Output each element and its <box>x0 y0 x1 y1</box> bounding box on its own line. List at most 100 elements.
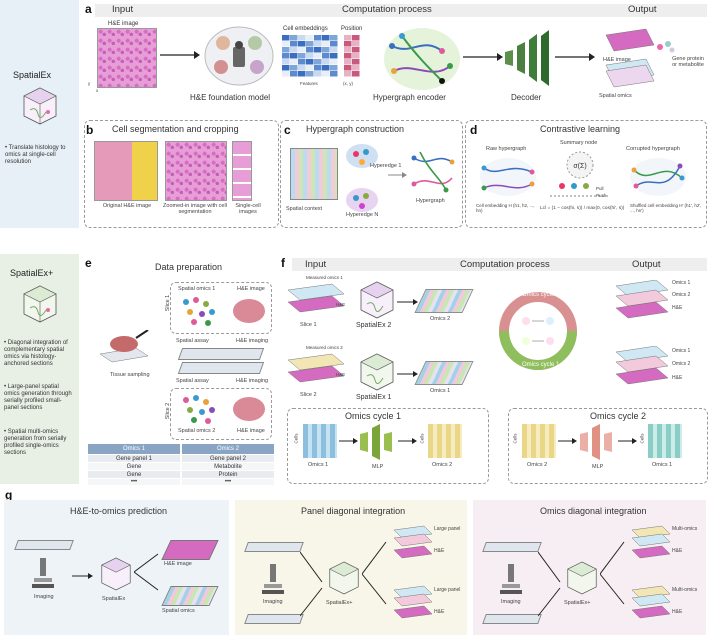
g2-imaging-label: Imaging <box>263 599 283 605</box>
he-image-label-e1: H&E image <box>237 286 265 292</box>
embedding-cell <box>314 65 322 71</box>
embedding-cell <box>298 41 306 47</box>
table-cell-r2c1: Gene <box>88 463 180 470</box>
cycle2-ring-label: Omics cycle 2 <box>522 292 560 298</box>
embedding-cell <box>282 71 290 77</box>
shuffled-label: Shuffled cell embedding H' (h1', h2', ..… <box>630 203 702 213</box>
g1-omics-label: Spatial omics <box>162 608 195 614</box>
g2-stack-top <box>393 525 433 559</box>
measured2-label: Measured omics 2 <box>306 345 343 350</box>
embedding-cell <box>314 71 322 77</box>
embedding-cell <box>314 47 322 53</box>
tissue-block-icon <box>99 330 149 363</box>
summary-node-label: Summary node <box>560 140 598 146</box>
omics1-f-label: Omics 1 <box>430 388 451 394</box>
table-cell-r2c2: Metabolite <box>182 463 274 470</box>
slide-1 <box>177 348 265 360</box>
out-bottom-he: H&E <box>672 375 683 381</box>
embedding-cell <box>344 65 352 71</box>
embedding-matrix <box>282 35 360 77</box>
g2-slide-1 <box>244 542 304 552</box>
panel-letter-f: f <box>281 256 285 270</box>
embedding-cell <box>314 53 322 59</box>
he-blob-2 <box>233 397 265 421</box>
embedding-cell <box>282 59 290 65</box>
omics1-dots <box>183 297 215 326</box>
cycle2-matrix-out <box>648 424 682 458</box>
cycle1-omics2-label: Omics 2 <box>432 462 453 468</box>
out-he-label: H&E image <box>603 57 631 63</box>
foundation-model-icon <box>204 26 274 86</box>
spatial-context-label: Spatial context <box>286 206 323 212</box>
arrow-a3 <box>555 53 595 61</box>
hypergraph-encoder-label: Hypergraph encoder <box>373 93 446 102</box>
embedding-cell <box>344 47 352 53</box>
embedding-cell <box>314 35 322 41</box>
omics2-output-grid <box>414 289 474 313</box>
raw-hypergraph-label: Raw hypergraph <box>486 146 527 152</box>
sidebar-bullet-3: • Spatial multi-omics generation from se… <box>4 429 67 456</box>
g1-imaging-label: Imaging <box>34 594 54 600</box>
hypergraph-encoder-icon <box>384 28 460 90</box>
out-bottom-omics1: Omics 1 <box>672 348 691 354</box>
embedding-cell <box>282 65 290 71</box>
spatial-omics1-label: Spatial omics 1 <box>178 286 216 292</box>
embedding-cell <box>330 59 338 65</box>
gene-protein-label: Gene protein or metabolite <box>672 56 704 69</box>
cycle1-omics1-label: Omics 1 <box>308 462 329 468</box>
g1-omics-output <box>161 586 219 606</box>
summary-node-graphic: σ(Σ) <box>566 151 594 179</box>
g2-large-panel-bottom: Large panel <box>434 587 461 593</box>
single-cell-label: Single-cell images <box>235 203 261 216</box>
g2-spatialexplus-cube <box>329 561 359 595</box>
pull-label: Pull <box>596 186 604 191</box>
embedding-cell <box>282 35 290 41</box>
cycle2-title: Omics cycle 2 <box>590 411 647 421</box>
axis-x-label: x <box>96 88 99 93</box>
table-cell-r3c1: Gene <box>88 471 180 478</box>
embedding-cell <box>298 53 306 59</box>
sidebar-spatialex-title: SpatialEx <box>13 70 52 80</box>
embedding-cell <box>322 41 330 47</box>
table-cell-r1c2: Gene panel 2 <box>182 455 274 462</box>
panel-c-title: Hypergraph construction <box>306 124 405 134</box>
push-label: Push <box>596 193 607 198</box>
g2-large-panel-top: Large panel <box>434 526 461 532</box>
embedding-cell <box>330 41 338 47</box>
embedding-cell <box>306 41 314 47</box>
g3-he-top: H&E <box>672 548 683 554</box>
hypergraph-label: Hypergraph <box>416 198 445 204</box>
g2-he-top: H&E <box>434 548 445 554</box>
spatialex2-cube <box>360 281 394 319</box>
cycle1-title: Omics cycle 1 <box>345 411 402 421</box>
embedding-cell <box>352 41 360 47</box>
panel-letter-g: g <box>5 488 13 502</box>
g3-arrows-in <box>538 551 561 617</box>
arrow-f1 <box>397 299 418 305</box>
cycle1-cells-label-out: Cells <box>419 433 425 444</box>
sidebar-bullet-2: • Large-panel spatial omics generation t… <box>4 384 72 411</box>
cycle1-matrix-in <box>303 424 337 458</box>
svg-text:σ(Σ): σ(Σ) <box>573 163 586 170</box>
cell-embeddings-label: Cell embeddings <box>283 26 328 32</box>
cycle2-cells-label-out: Cells <box>639 433 645 444</box>
slice1-stack <box>287 283 345 313</box>
panel-a-output-header: Output <box>628 4 657 15</box>
g3-he-bottom: H&E <box>672 609 683 615</box>
g3-imaging-label: Imaging <box>501 599 521 605</box>
cycle1-mlp-icon <box>360 424 392 460</box>
spatial-omics2-label: Spatial omics 2 <box>178 428 216 434</box>
cycle2-arrow-a <box>558 438 577 444</box>
embedding-cell <box>290 41 298 47</box>
cycle1-arrow-a <box>339 438 358 444</box>
out-top-omics2: Omics 2 <box>672 292 691 298</box>
embedding-cell <box>330 65 338 71</box>
xy-label: (x, y) <box>343 81 353 86</box>
g2-stack-bottom <box>393 585 433 619</box>
arrow-a2 <box>463 53 503 61</box>
hyperedgeN-label: Hyperedge N <box>346 212 379 218</box>
cycle1-arrow-b <box>398 438 417 444</box>
g1-spatialex-cube <box>101 557 131 591</box>
measured1-label: Measured omics 1 <box>306 275 343 280</box>
out-bottom-omics2: Omics 2 <box>672 361 691 367</box>
